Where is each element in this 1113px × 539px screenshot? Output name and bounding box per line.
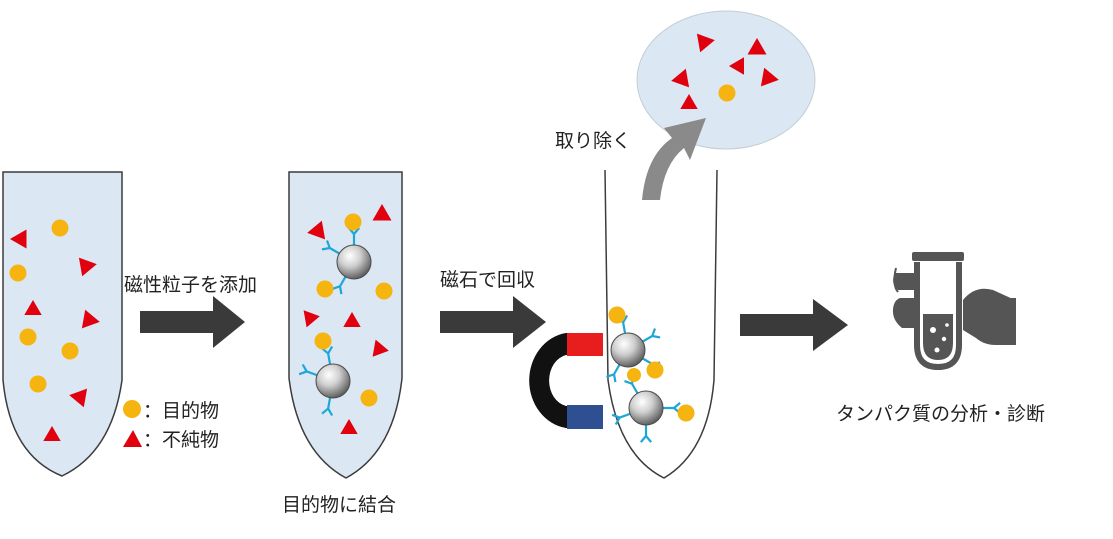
tube-collected-body [604, 169, 718, 479]
magnetic-bead [336, 244, 372, 280]
antibody [332, 275, 347, 295]
impurity-molecule [10, 229, 27, 249]
hand-holding-test-tube-icon [892, 252, 1016, 371]
antibody [321, 396, 334, 417]
target-molecule [314, 332, 332, 350]
impurity-molecule [760, 67, 779, 87]
impurity-molecule [343, 312, 361, 327]
tube-initial-body [2, 171, 123, 477]
magnetic-bead [610, 332, 646, 368]
magnet-red-pole [567, 333, 603, 356]
target-molecule [646, 361, 664, 379]
tube-initial [2, 171, 123, 477]
magnet-body [529, 333, 568, 428]
impurity-molecule [69, 388, 88, 408]
impurity-molecule [696, 33, 715, 53]
target-molecule [9, 264, 27, 282]
magnet-blue-pole [567, 405, 603, 429]
impurity-molecule [729, 57, 744, 75]
step-remove-label: 取り除く [555, 130, 631, 152]
impurity-molecule [24, 300, 42, 315]
target-molecule [19, 328, 37, 346]
tube-collected [604, 169, 718, 479]
impurity-molecule [307, 220, 326, 240]
target-molecule [677, 404, 695, 422]
target-molecule [608, 306, 626, 324]
horseshoe-magnet-icon [529, 333, 603, 429]
impurity-molecule [340, 419, 358, 434]
step-collect-magnet-label: 磁石で回収 [440, 269, 535, 291]
target-molecule [51, 219, 69, 237]
impurity-molecule [680, 94, 698, 109]
impurity-molecule [671, 68, 690, 88]
removal-curved-arrow [642, 118, 706, 200]
impurity-molecule [303, 310, 320, 328]
legend-target-swatch [123, 400, 141, 418]
step-analysis-label: タンパク質の分析・診断 [836, 403, 1045, 425]
impurity-molecule [372, 339, 389, 357]
step-bind-target-label: 目的物に結合 [282, 494, 396, 516]
antibody [641, 328, 661, 343]
antibody [611, 412, 632, 426]
magnetic-bead [315, 363, 351, 399]
target-molecule [375, 282, 393, 300]
antibody [321, 240, 341, 255]
antibody [640, 424, 652, 443]
process-arrow-2 [440, 296, 546, 348]
particle-layer [9, 33, 779, 443]
antibody [298, 363, 319, 377]
target-molecule [718, 84, 736, 102]
target-molecule [29, 375, 47, 393]
impurity-molecule [372, 204, 392, 221]
target-molecule [360, 389, 378, 407]
impurity-molecule [747, 38, 767, 55]
legend: ：目的物 ：不純物 [123, 400, 219, 451]
target-molecule [627, 368, 641, 382]
magnetic-bead [628, 390, 664, 426]
impurity-molecule [43, 426, 61, 441]
target-molecule [344, 213, 362, 231]
target-molecule [316, 280, 334, 298]
impurity-molecule [78, 257, 97, 277]
legend-impurity-swatch [123, 430, 142, 447]
process-arrow-1 [140, 296, 245, 348]
impurity-molecule [81, 309, 100, 329]
step-add-particles-label: 磁性粒子を添加 [124, 274, 257, 296]
legend-target-label: ：目的物 [143, 400, 219, 422]
process-arrow-3 [740, 299, 848, 351]
antibody [606, 363, 621, 383]
removed-impurities-bubble [636, 10, 816, 150]
legend-impurity-label: ：不純物 [143, 429, 219, 451]
target-molecule [61, 342, 79, 360]
